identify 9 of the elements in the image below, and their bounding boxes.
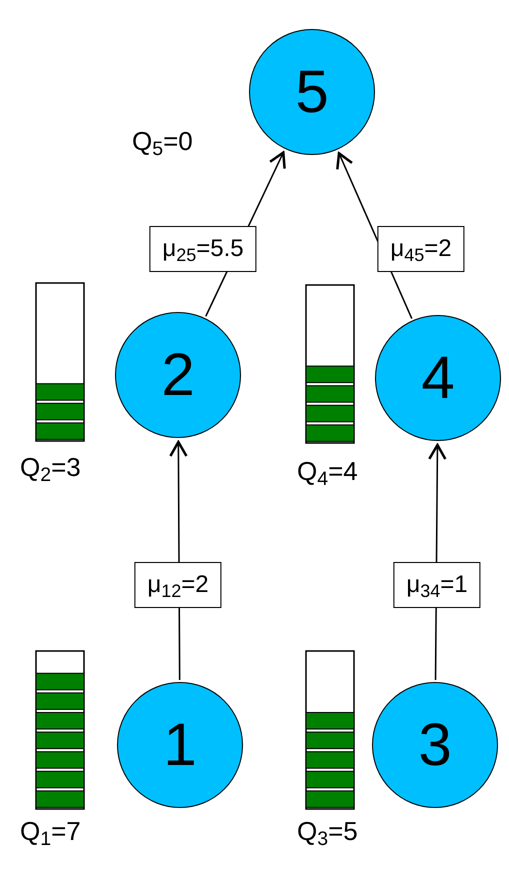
queue-length-label: Q$_{3}$=5 [297, 815, 358, 851]
queue-length-label: Q$_{5}$=0 [132, 125, 193, 161]
edge-label: μ$_{34}$=1 [393, 562, 481, 608]
queue-length-label: Q$_{1}$=7 [20, 815, 81, 851]
queue-length-label: Q$_{2}$=3 [20, 451, 81, 487]
edge-label: μ$_{12}$=2 [134, 562, 222, 608]
edge-label: μ$_{25}$=5.5 [149, 226, 257, 272]
edge-label: μ$_{45}$=2 [377, 226, 465, 272]
queue-length-label: Q$_{4}$=4 [297, 455, 358, 491]
